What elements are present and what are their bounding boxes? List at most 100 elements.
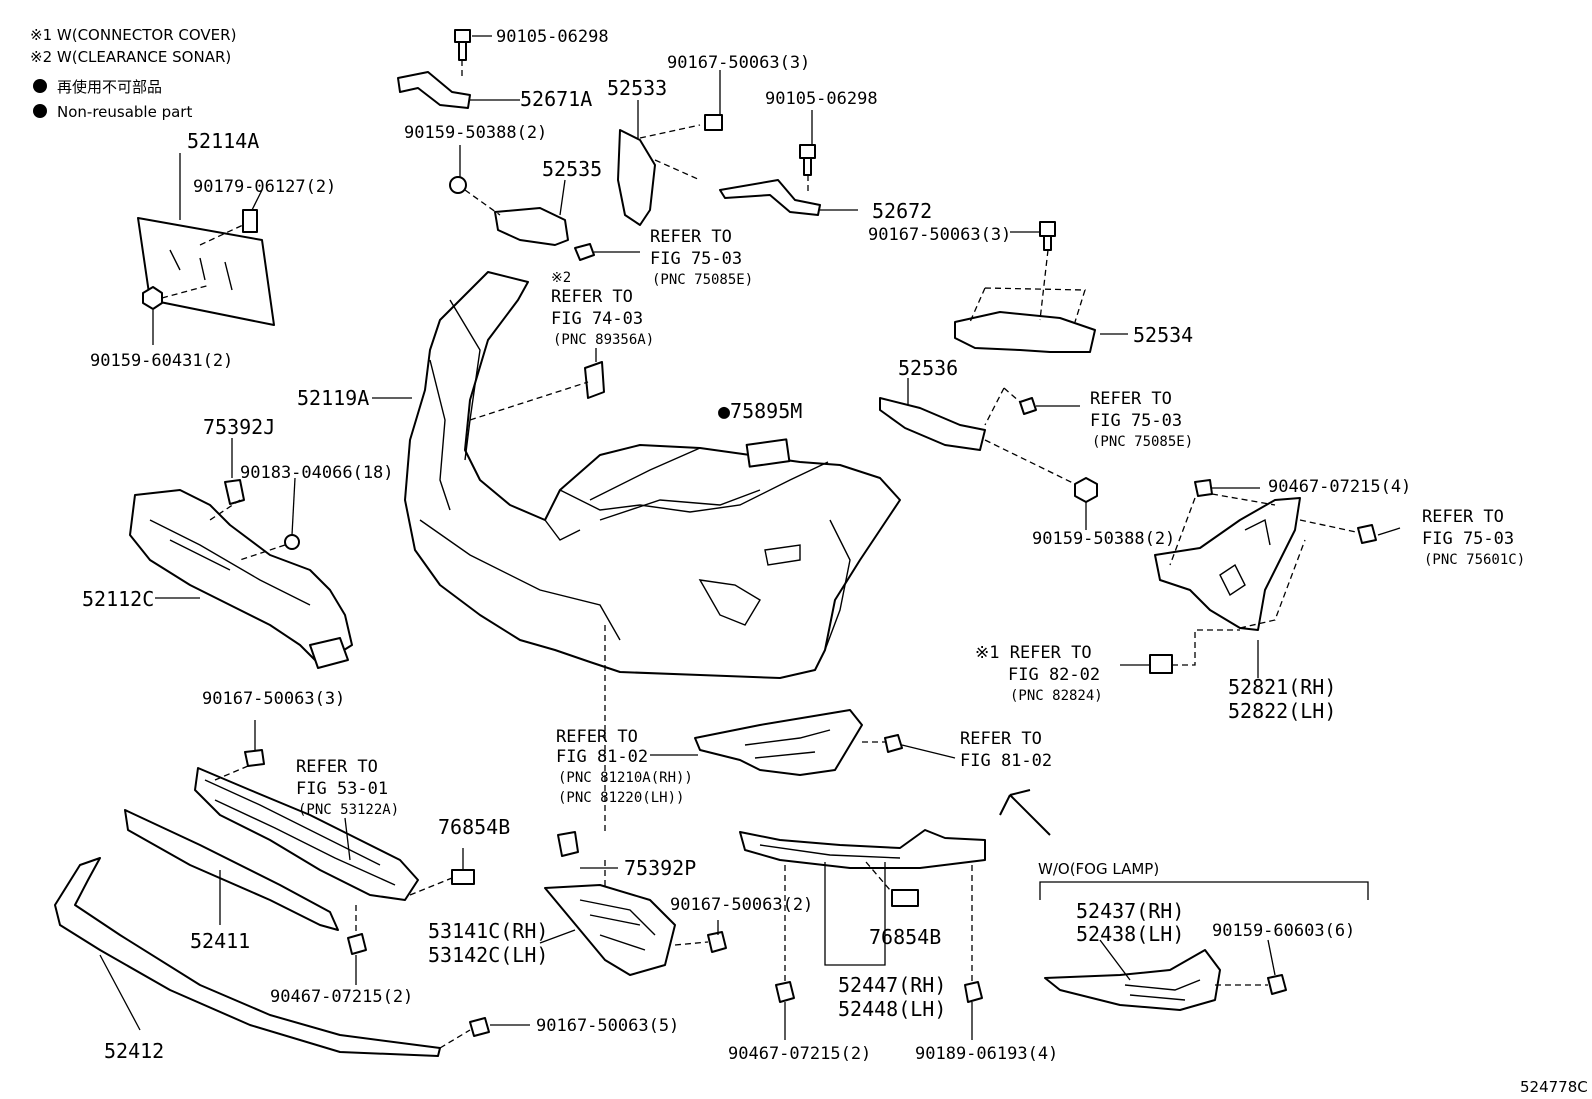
legend-note-1: ※1 W(CONNECTOR COVER) bbox=[30, 26, 236, 44]
license-bracket-drawing bbox=[137, 209, 275, 326]
ref-81210a-line4: (PNC 81220(LH)) bbox=[558, 790, 684, 806]
absorber-drawing bbox=[129, 479, 353, 669]
label-52533: 52533 bbox=[607, 76, 667, 100]
seal-76854b-b-shape bbox=[891, 889, 919, 907]
ref-89356a-line2: FIG 74-03 bbox=[551, 309, 643, 329]
arrow-icon bbox=[999, 789, 1051, 836]
screw-75085e-b-shape bbox=[1019, 397, 1037, 415]
seal-76854b-a-shape bbox=[451, 869, 475, 885]
ref-81-02-line2: FIG 81-02 bbox=[960, 751, 1052, 771]
label-52119a: 52119A bbox=[297, 386, 369, 410]
bracket-52672-shape bbox=[719, 179, 821, 216]
non-reusable-bullet-icon bbox=[33, 104, 47, 118]
bolt-90159-60431-shape bbox=[142, 286, 163, 310]
label-52114a: 52114A bbox=[187, 129, 259, 153]
screw-81-02-shape bbox=[884, 734, 903, 753]
ref-53122a-line2: FIG 53-01 bbox=[296, 779, 388, 799]
legend-note-2: ※2 W(CLEARANCE SONAR) bbox=[30, 48, 231, 66]
clip-90189-shape bbox=[964, 981, 983, 1003]
label-52672: 52672 bbox=[872, 199, 932, 223]
ref-81-02-line1: REFER TO bbox=[960, 729, 1042, 749]
bracket-52536-shape bbox=[879, 397, 986, 451]
leader-lines bbox=[99, 35, 1401, 1049]
legend: ※1 W(CONNECTOR COVER) ※2 W(CLEARANCE SON… bbox=[30, 26, 236, 121]
label-53141c-rh: 53141C(RH) bbox=[428, 919, 548, 943]
legend-nonreusable-jp: 再使用不可部品 bbox=[57, 78, 162, 96]
molding-52411-shape bbox=[124, 809, 339, 931]
clip-75601c-shape bbox=[1357, 524, 1377, 544]
clip-75392j-shape bbox=[224, 479, 245, 505]
ref-75601c-line1: REFER TO bbox=[1422, 507, 1504, 527]
label-90159-60603: 90159-60603(6) bbox=[1212, 921, 1355, 941]
reference-labels: REFER TO FIG 75-03 (PNC 75085E) ※2 REFER… bbox=[296, 227, 1525, 818]
bolt-90167-c-shape bbox=[244, 749, 265, 767]
label-75895m: ●75895M bbox=[718, 399, 802, 423]
label-52412: 52412 bbox=[104, 1039, 164, 1063]
label-52112c: 52112C bbox=[82, 587, 154, 611]
label-90467-07215-2-b: 90467-07215(2) bbox=[728, 1044, 871, 1064]
label-52671a: 52671A bbox=[520, 87, 592, 111]
ref-81210a-line2: FIG 81-02 bbox=[556, 747, 648, 767]
clip-75392p-shape bbox=[557, 831, 579, 857]
bolt-90167-50063-5-shape bbox=[469, 1017, 490, 1037]
ref-81210a-line1: REFER TO bbox=[556, 727, 638, 747]
connector-cover-shape bbox=[1149, 654, 1173, 674]
absorber-tab-shape bbox=[309, 637, 349, 669]
ref-75601c-line3: (PNC 75601C) bbox=[1424, 552, 1525, 568]
ref-82824-line3: (PNC 82824) bbox=[1010, 688, 1103, 704]
label-52448-lh: 52448(LH) bbox=[838, 997, 946, 1021]
legend-nonreusable-en: Non-reusable part bbox=[57, 103, 192, 121]
bolt-90167-a-shape bbox=[704, 114, 723, 131]
ref-89356a-line1: REFER TO bbox=[551, 287, 633, 307]
label-90467-07215-2: 90467-07215(2) bbox=[270, 987, 413, 1007]
label-90179-06127: 90179-06127(2) bbox=[193, 177, 336, 197]
ref-82824-line2: FIG 82-02 bbox=[1008, 665, 1100, 685]
bracket-52534-shape bbox=[954, 311, 1096, 353]
bolt-90105-a-shape bbox=[454, 29, 471, 61]
ref-81210a-line3: (PNC 81210A(RH)) bbox=[558, 770, 693, 786]
fog-cover-drawing bbox=[544, 831, 727, 976]
clip-90183-shape bbox=[284, 534, 300, 550]
clip-90179-shape bbox=[242, 209, 258, 233]
ref-53122a-line1: REFER TO bbox=[296, 757, 378, 777]
ref-53122a-line3: (PNC 53122A) bbox=[298, 802, 399, 818]
ref-75085e-b-line3: (PNC 75085E) bbox=[1092, 434, 1193, 450]
non-reusable-bullet-icon bbox=[33, 79, 47, 93]
fog-bezel-drawing bbox=[1044, 949, 1287, 1011]
label-90167-50063-3: 90167-50063(3) bbox=[667, 53, 810, 73]
clip-90467-a-shape bbox=[1194, 479, 1213, 497]
bolt-90159-50388-a-shape bbox=[449, 176, 467, 194]
lamp-assembly-drawing bbox=[694, 709, 903, 776]
lower-grille-drawing bbox=[54, 749, 490, 1057]
bolt-90167-50063-2-shape bbox=[707, 931, 727, 953]
ref-75601c-line2: FIG 75-03 bbox=[1422, 529, 1514, 549]
label-52437-rh: 52437(RH) bbox=[1076, 899, 1184, 923]
ref-75085e-line2: FIG 75-03 bbox=[650, 249, 742, 269]
ref-75085e-b-line2: FIG 75-03 bbox=[1090, 411, 1182, 431]
screw-75085e-shape bbox=[574, 243, 595, 261]
wo-fog-bracket bbox=[1039, 881, 1369, 900]
part-labels: 90105-06298 52671A 90167-50063(3) 52533 … bbox=[82, 27, 1411, 1064]
label-90167-50063-2: 90167-50063(2) bbox=[670, 895, 813, 915]
ref-89356a-line3: (PNC 89356A) bbox=[553, 332, 654, 348]
label-90105-06298: 90105-06298 bbox=[496, 27, 609, 47]
label-52447-rh: 52447(RH) bbox=[838, 973, 946, 997]
label-52411: 52411 bbox=[190, 929, 250, 953]
label-76854b: 76854B bbox=[438, 815, 510, 839]
molding-52412-shape bbox=[54, 857, 441, 1057]
bolt-90105-b-shape bbox=[799, 144, 816, 176]
bolt-90159-50388-b-shape bbox=[1074, 477, 1098, 503]
ref-75085e-line3: (PNC 75085E) bbox=[652, 272, 753, 288]
label-90189-06193: 90189-06193(4) bbox=[915, 1044, 1058, 1064]
bolt-90159-60603-shape bbox=[1267, 974, 1287, 995]
bracket-52533-shape bbox=[617, 129, 656, 226]
label-90167-50063-3-b: 90167-50063(3) bbox=[868, 225, 1011, 245]
label-53142c-lh: 53142C(LH) bbox=[428, 943, 548, 967]
ref-82824-line1: ※1 REFER TO bbox=[975, 643, 1092, 663]
label-90159-60431: 90159-60431(2) bbox=[90, 351, 233, 371]
ref-89356a-mark: ※2 bbox=[551, 270, 571, 286]
label-52822-lh: 52822(LH) bbox=[1228, 699, 1336, 723]
label-52536: 52536 bbox=[898, 356, 958, 380]
side-trim-drawing bbox=[739, 829, 986, 1003]
